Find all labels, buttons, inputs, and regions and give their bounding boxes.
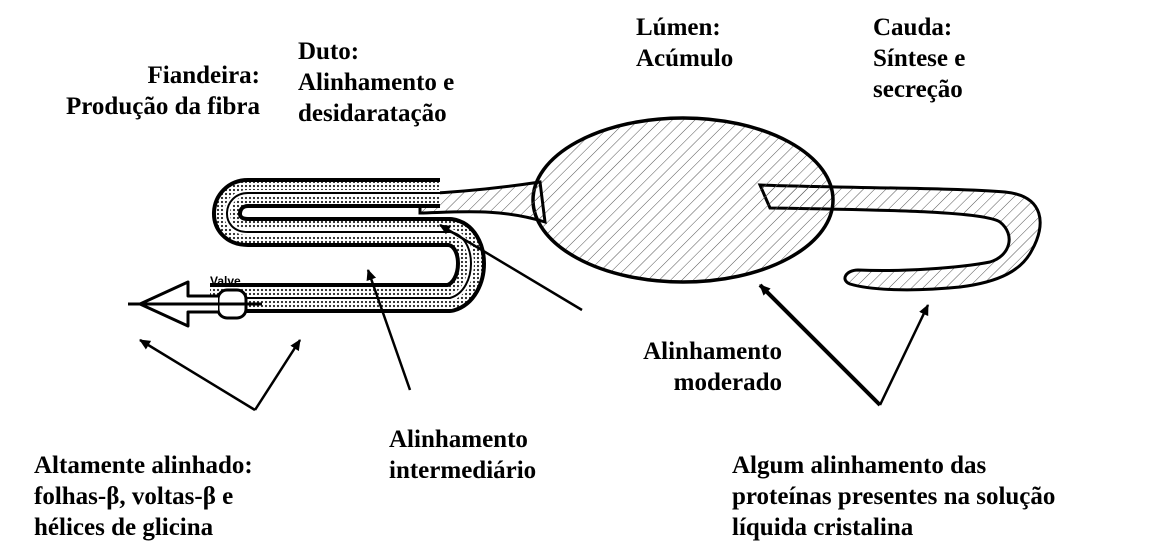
label-intermediate: Alinhamento intermediário: [389, 424, 536, 486]
lumen-sac: [533, 118, 833, 282]
label-some: Algum alinhamento das proteínas presente…: [732, 450, 1055, 543]
gland-body: [210, 118, 1040, 298]
label-lumen: Lúmen: Acúmulo: [636, 12, 733, 74]
label-tail: Cauda: Síntese e secreção: [873, 12, 965, 105]
label-duct: Duto: Alinhamento e desidaratação: [298, 36, 454, 129]
label-spinneret: Fiandeira: Produção da fibra: [66, 60, 260, 122]
label-moderate: Alinhamento moderado: [643, 336, 782, 398]
valve-label: Valve: [210, 274, 241, 288]
pointer-arrows: [140, 225, 928, 410]
arrow-some-tail: [880, 305, 928, 405]
arrow-high-left: [140, 340, 255, 410]
label-high: Altamente alinhado: folhas-β, voltas-β e…: [34, 450, 253, 543]
arrow-high-right: [255, 340, 300, 410]
